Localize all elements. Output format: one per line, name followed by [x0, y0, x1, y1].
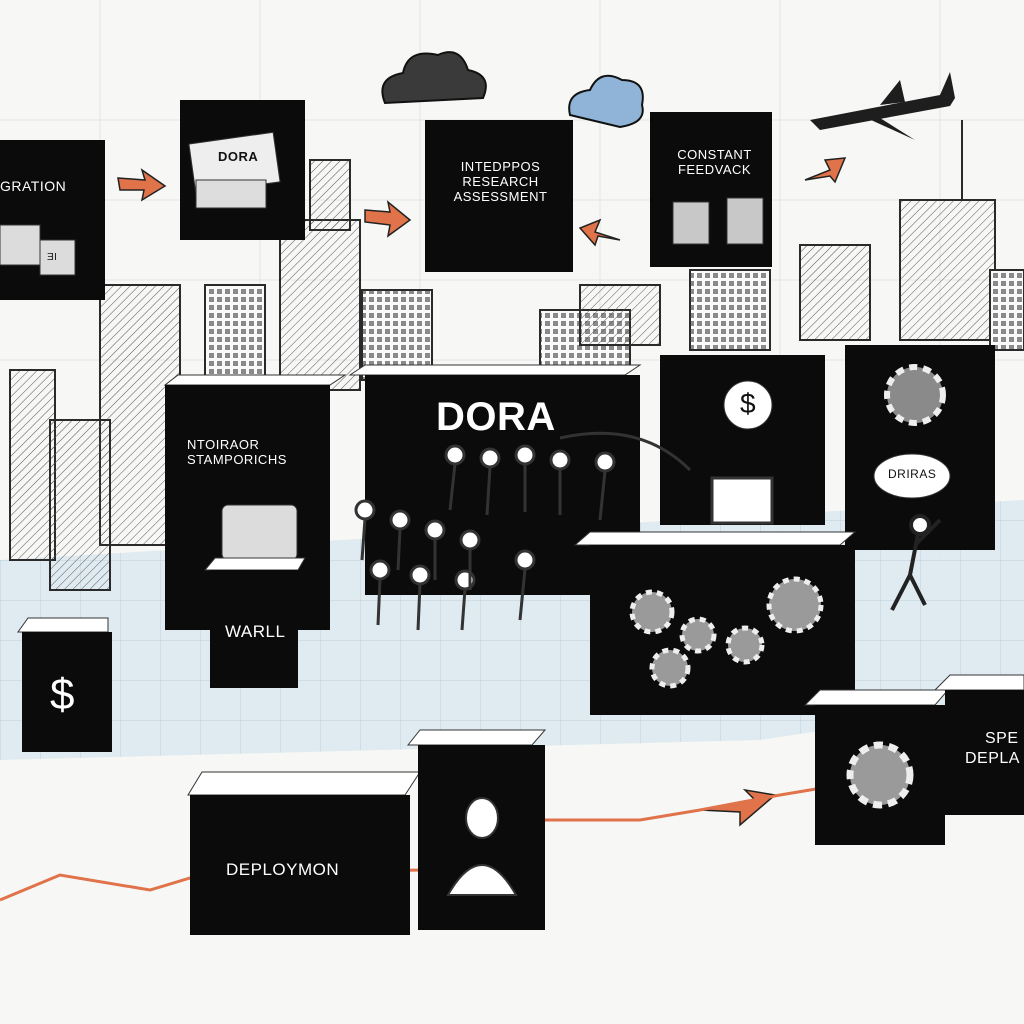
- dollar-icon: [723, 380, 773, 430]
- gear-icon: [679, 616, 717, 654]
- gear-icon: [766, 576, 824, 634]
- dollar-top-label: $: [740, 388, 757, 419]
- dollar-left-label: $: [50, 670, 75, 719]
- block-warll: [203, 557, 306, 688]
- airplane-icon: [810, 72, 955, 140]
- gear-icon: [725, 625, 765, 665]
- board-feedback: [650, 112, 772, 267]
- coin-stack-icon: [672, 197, 764, 245]
- gear-icon: [649, 647, 691, 689]
- warll-label: WARLL: [225, 622, 286, 641]
- person-icon: [890, 514, 942, 611]
- block-person: [406, 729, 547, 930]
- block-deploy: [187, 771, 421, 935]
- block-gear-bottom: [803, 689, 950, 845]
- board-feedback-label: CONSTANT FEEDVACK: [677, 147, 752, 177]
- block-spe: [933, 674, 1024, 815]
- city-skyline: [9, 120, 1024, 591]
- cloud-icon: [568, 74, 644, 129]
- board-integration: [0, 140, 105, 300]
- people-group: [354, 431, 774, 631]
- gear-icon: [846, 741, 914, 809]
- stamporichs-label: NTOIRAOR STAMPORICHS: [187, 437, 287, 467]
- gear-icon: [629, 589, 675, 635]
- cloud-icon: [381, 51, 487, 105]
- deploy-label: DEPLOYMON: [226, 860, 340, 879]
- main-title: DORA: [436, 395, 556, 439]
- board-integration-small-label: ƎI: [47, 252, 58, 263]
- block-gears-center: [573, 531, 857, 715]
- board-research-label: INTEDPPOS RESEARCH ASSESSMENT: [453, 159, 548, 204]
- board-integration-label: GRATION: [0, 178, 67, 194]
- spe-label-line2: DEPLA: [965, 750, 1020, 767]
- gear-icon: [884, 364, 946, 426]
- board-research: [425, 120, 573, 272]
- block-dollar-top: [660, 355, 825, 525]
- person-icon: [446, 797, 518, 896]
- board-dora-label: DORA: [218, 149, 259, 164]
- block-dollar-left: [17, 617, 112, 752]
- board-dora-stack: [180, 100, 305, 240]
- spe-label-line1: SPE: [985, 730, 1019, 747]
- bubble-label: DRIRAS: [888, 467, 937, 481]
